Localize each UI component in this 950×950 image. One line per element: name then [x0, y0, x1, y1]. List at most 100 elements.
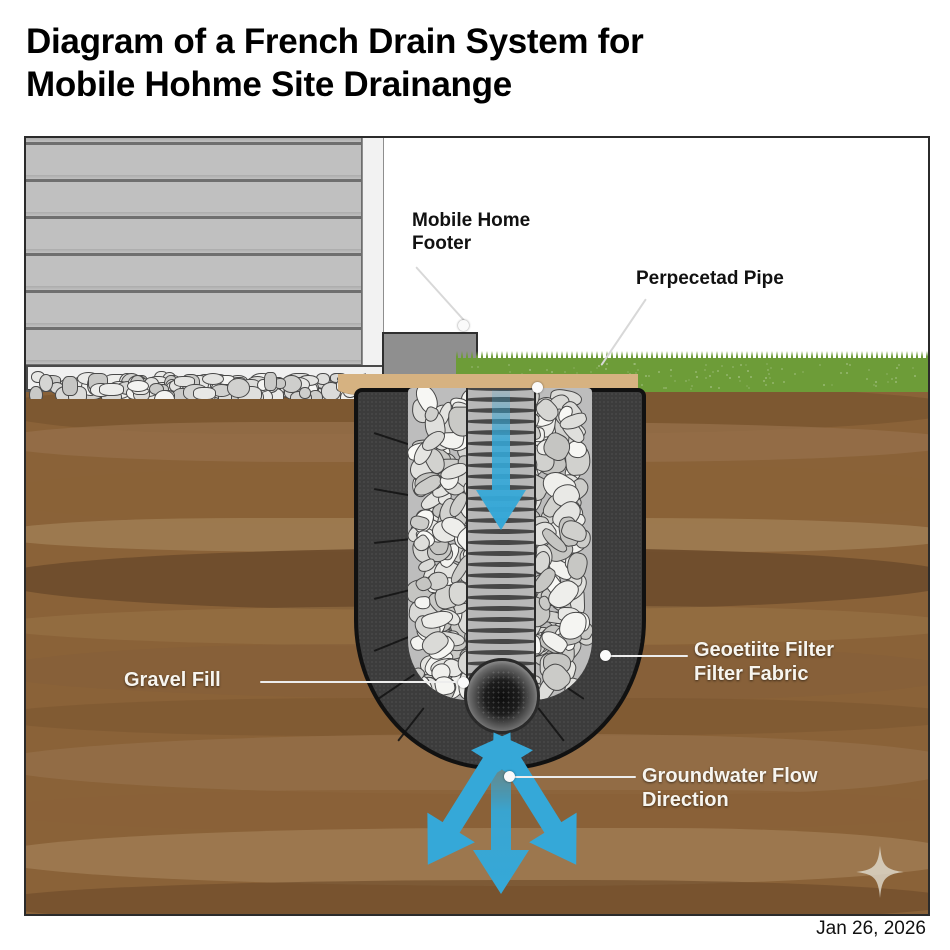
pipe-corrugation-rib: [468, 562, 534, 567]
grass-fleck: [780, 368, 783, 371]
grass-fleck: [670, 374, 673, 377]
grass-fleck: [709, 385, 712, 388]
grass-fleck: [745, 363, 748, 366]
grass-fleck: [873, 383, 876, 386]
gravel-cobble: [29, 385, 43, 399]
grass-fleck: [875, 384, 878, 387]
leader-dot-gravel-fill: [458, 677, 469, 688]
siding-corner-trim: [362, 138, 384, 374]
grass-fleck: [747, 369, 750, 372]
grass-fleck: [746, 384, 749, 387]
gravel-cobble: [264, 372, 278, 392]
grass-fleck: [687, 378, 690, 381]
gravel-cobble: [227, 378, 251, 398]
soil-stratum: [26, 880, 928, 914]
grass-fleck: [868, 369, 871, 372]
grass-fleck: [738, 375, 741, 378]
label-perforated-pipe-line-1: Perpecetad Pipe: [636, 268, 784, 289]
grass-fleck: [507, 363, 510, 366]
grass-fleck: [590, 371, 593, 374]
diagram-figure: Mobile Home Footer Perpecetad Pipe Grave…: [24, 136, 930, 916]
pipe-corrugation-rib: [468, 639, 534, 644]
grass-fleck: [720, 364, 723, 367]
grass-fleck: [912, 366, 915, 369]
pipe-corrugation-rib: [468, 595, 534, 600]
page-title-line-2: Mobile Hohme Site Drainange: [26, 65, 512, 105]
label-gravel-fill: Gravel Fill: [124, 668, 221, 692]
grass-fleck: [470, 366, 473, 369]
label-groundwater-line-2: Direction: [642, 789, 729, 811]
grass-fleck: [818, 363, 821, 366]
grass-fleck: [765, 376, 768, 379]
gravel-cobble: [98, 383, 125, 397]
grass-fleck: [563, 371, 566, 374]
siding-lap-shadow: [26, 323, 361, 328]
grass-fleck: [845, 362, 848, 365]
fabric-crease: [397, 707, 425, 742]
grass-fleck: [738, 379, 741, 382]
grass-fleck: [632, 362, 635, 365]
grass-fleck: [663, 386, 666, 389]
grass-fleck: [748, 386, 751, 389]
grass-fleck: [895, 376, 898, 379]
pipe-corrugation-rib: [468, 388, 534, 391]
pipe-corrugation-rib: [468, 441, 534, 446]
grass-fleck: [529, 369, 532, 372]
grass-fleck: [640, 383, 643, 386]
grass-fleck: [704, 364, 707, 367]
pipe-corrugation-rib: [468, 430, 534, 435]
siding-lap-shadow: [26, 212, 361, 217]
pipe-corrugation-rib: [468, 650, 534, 655]
grass-fleck: [886, 373, 889, 376]
pipe-corrugation-rib: [468, 485, 534, 490]
fabric-crease: [537, 707, 565, 742]
sparkle-icon: [856, 846, 904, 898]
grass-fleck: [658, 371, 661, 374]
diagram-stage: Mobile Home Footer Perpecetad Pipe Grave…: [26, 138, 928, 914]
siding-lap-line: [26, 290, 361, 293]
grass-fleck: [648, 374, 651, 377]
grass-fleck: [572, 367, 575, 370]
grass-fleck: [766, 368, 769, 371]
grass-fleck: [739, 363, 742, 366]
grass-fleck: [670, 369, 673, 372]
leader-dot-perforated-pipe: [532, 382, 543, 393]
grass-fleck: [875, 381, 878, 384]
grass-fleck: [606, 362, 609, 365]
grass-fleck: [605, 368, 608, 371]
grass-fleck: [732, 365, 735, 368]
pipe-corrugation-rib: [468, 540, 534, 545]
gravel-cobble: [154, 390, 175, 399]
grass-fleck: [597, 365, 600, 368]
grass-fleck: [845, 372, 848, 375]
leader-groundwater-flow: [514, 776, 636, 778]
pipe-corrugation-rib: [468, 529, 534, 534]
grass-fleck: [913, 375, 916, 378]
pipe-corrugation-rib: [468, 584, 534, 589]
page-title: Diagram of a French Drain System for Mob…: [26, 20, 906, 106]
pipe-corrugation-rib: [468, 617, 534, 622]
siding-lap-line: [26, 216, 361, 219]
grass-fleck: [802, 371, 805, 374]
siding-lap-line: [26, 179, 361, 182]
grass-fleck: [673, 379, 676, 382]
siding-lap-shadow: [26, 249, 361, 254]
pipe-corrugation-rib: [468, 463, 534, 468]
grass-fleck: [703, 368, 706, 371]
grass-fleck: [782, 380, 785, 383]
leader-gravel-fill: [260, 681, 464, 683]
pipe-corrugation-rib: [468, 496, 534, 501]
grass-fleck: [696, 375, 698, 378]
gravel-cobble: [126, 379, 150, 392]
siding-lap-line: [26, 327, 361, 330]
label-groundwater-line-1: Groundwater Flow: [642, 765, 818, 787]
label-gravel-fill-line-1: Gravel Fill: [124, 669, 221, 691]
pipe-corrugation-rib: [468, 628, 534, 633]
grass-fleck: [831, 384, 834, 387]
grass-fleck: [886, 380, 889, 383]
grass-fleck: [546, 368, 548, 371]
grass-fleck: [685, 379, 688, 382]
grass-fleck: [769, 376, 772, 379]
gravel-cobble: [202, 373, 225, 386]
